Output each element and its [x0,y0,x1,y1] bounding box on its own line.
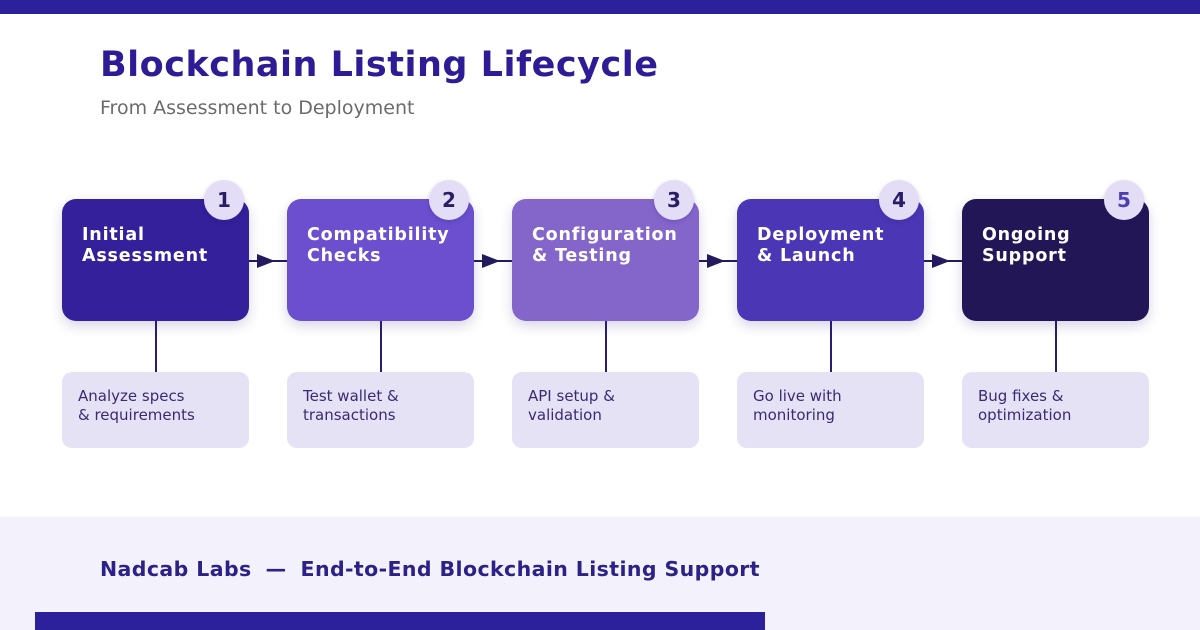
step-title: Deployment & Launch [737,199,924,268]
step-title-line: & Testing [532,246,632,267]
footer-tagline-text: End-to-End Blockchain Listing Support [300,557,761,581]
step-title-line: Assessment [82,246,209,267]
detail-line: Test wallet & [303,387,399,405]
step-title-line: Support [982,246,1067,267]
step-number-badge: 2 [429,180,469,220]
header: Blockchain Listing Lifecycle From Assess… [0,14,1200,119]
step-detail-box: Bug fixes & optimization [962,372,1149,448]
step-title-line: Ongoing [982,225,1071,245]
step-box-initial-assessment: 1 Initial Assessment [62,180,249,321]
detail-line: Bug fixes & [978,387,1064,405]
step-column-3: 3 Configuration & Testing API setup & va… [512,180,699,448]
step-column-4: 4 Deployment & Launch Go live with monit… [737,180,924,448]
detail-line: transactions [303,406,396,425]
arrow-right-icon [699,253,737,269]
connector-line [604,321,607,372]
detail-line: optimization [978,406,1072,425]
detail-line: Analyze specs [78,387,185,405]
detail-line: & requirements [78,406,195,425]
connector-line [829,321,832,372]
step-title-line: & Launch [757,246,856,267]
step-title-line: Deployment [757,225,885,245]
step-title: Compatibility Checks [287,199,474,268]
step-title: Configuration & Testing [512,199,699,268]
bottom-accent-bar [35,612,765,630]
step-title-line: Configuration [532,225,678,245]
step-number: 1 [217,188,231,212]
lifecycle-flow-diagram: 1 Initial Assessment Analyze specs & req… [62,180,1149,448]
arrow-right-icon [924,253,962,269]
step-detail-box: Analyze specs & requirements [62,372,249,448]
step-title: Initial Assessment [62,199,249,268]
arrow-right-icon [474,253,512,269]
page-subtitle: From Assessment to Deployment [100,97,415,119]
top-accent-bar [0,0,1200,14]
step-number: 3 [667,188,681,212]
connector-line [379,321,382,372]
arrow-right-icon [249,253,287,269]
step-number: 4 [892,188,906,212]
footer-separator: — [265,557,287,581]
step-column-5: 5 Ongoing Support Bug fixes & optimizati… [962,180,1149,448]
step-column-1: 1 Initial Assessment Analyze specs & req… [62,180,249,448]
step-number-badge: 1 [204,180,244,220]
step-box-configuration-testing: 3 Configuration & Testing [512,180,699,321]
step-number: 2 [442,188,456,212]
connector-line [154,321,157,372]
step-box-compatibility-checks: 2 Compatibility Checks [287,180,474,321]
step-box-ongoing-support: 5 Ongoing Support [962,180,1149,321]
step-detail-box: Test wallet & transactions [287,372,474,448]
step-number-badge: 5 [1104,180,1144,220]
detail-line: validation [528,406,602,425]
footer-band: Nadcab Labs — End-to-End Blockchain Listin… [0,517,1200,630]
step-column-2: 2 Compatibility Checks Test wallet & tra… [287,180,474,448]
detail-line: API setup & [528,387,615,405]
footer-brand: Nadcab Labs [100,557,252,581]
connector-line [1054,321,1057,372]
detail-line: Go live with [753,387,842,405]
detail-line: monitoring [753,406,835,425]
step-detail-box: API setup & validation [512,372,699,448]
step-box-deployment-launch: 4 Deployment & Launch [737,180,924,321]
page-title: Blockchain Listing Lifecycle [100,45,659,85]
footer-tagline: Nadcab Labs — End-to-End Blockchain Listin… [100,557,760,581]
step-title-line: Initial [82,225,145,245]
step-title-line: Compatibility [307,225,450,245]
step-detail-box: Go live with monitoring [737,372,924,448]
step-number-badge: 4 [879,180,919,220]
step-title-line: Checks [307,246,382,267]
step-title: Ongoing Support [962,199,1149,268]
step-number-badge: 3 [654,180,694,220]
step-number: 5 [1117,188,1131,212]
